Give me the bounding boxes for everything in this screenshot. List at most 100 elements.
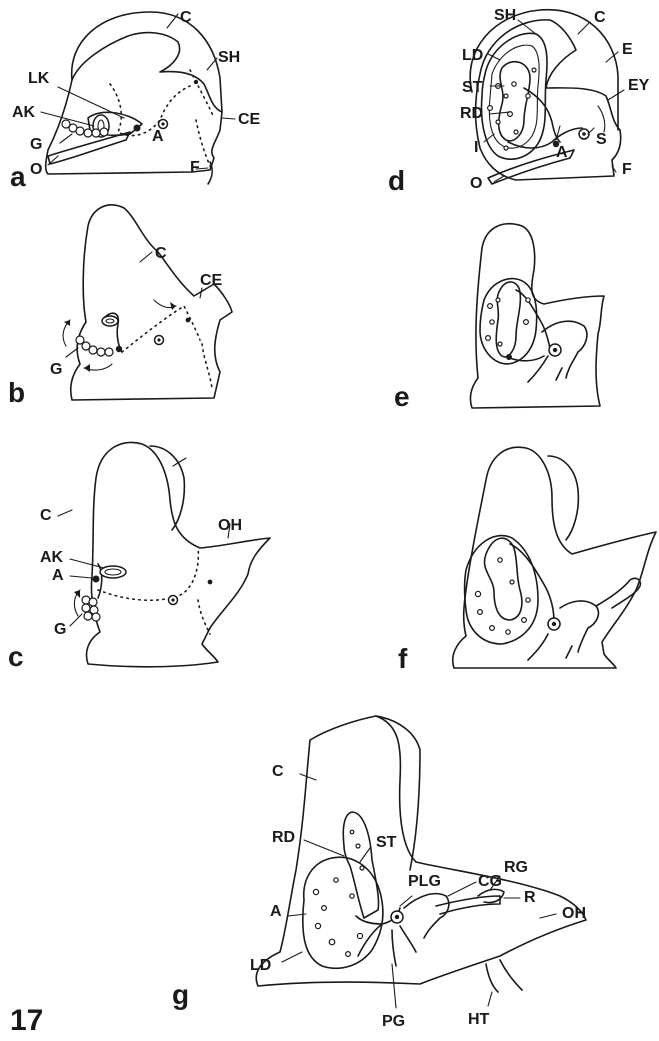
- label-G: G: [50, 361, 62, 378]
- label-S: S: [596, 131, 607, 148]
- panel-letter-e: e: [394, 381, 410, 412]
- label-RG: RG: [504, 859, 528, 876]
- embryo-body-outline: [71, 205, 232, 400]
- label-OH: OH: [218, 517, 242, 534]
- head-tentacles: [486, 960, 522, 992]
- eye-spot: [208, 580, 213, 585]
- label-F: F: [190, 159, 200, 176]
- panel-g: C RD ST A PLG RG CG R OH LD PG HT g: [172, 716, 586, 1030]
- penis-shaft: [436, 896, 500, 914]
- label-O: O: [470, 175, 482, 192]
- statocyst-core: [395, 915, 399, 919]
- label-PLG: PLG: [408, 873, 441, 890]
- ovary-outline: [303, 857, 383, 968]
- yolk-boundary-dotted: [122, 306, 200, 352]
- panel-a: C SH LK AK A CE G O F a: [10, 9, 261, 192]
- label-R: R: [524, 889, 536, 906]
- anus: [116, 346, 122, 352]
- label-E: E: [622, 41, 633, 58]
- panel-b: C CE G b: [8, 205, 232, 408]
- label-A: A: [270, 903, 282, 920]
- label-ST: ST: [376, 834, 397, 851]
- right-digestive-gland: [343, 812, 378, 918]
- intestine: [510, 356, 544, 361]
- label-EY: EY: [628, 77, 650, 94]
- eye-spot: [186, 318, 191, 323]
- statocyst-core: [553, 348, 557, 352]
- anus: [93, 576, 100, 583]
- head-lobe: [528, 601, 598, 660]
- eye-stalk: [598, 106, 605, 132]
- label-AK: AK: [12, 104, 36, 121]
- shell-flap: [150, 446, 184, 530]
- penis-ganglion: [358, 924, 416, 966]
- stomach-loop: [485, 538, 522, 620]
- label-G: G: [30, 136, 42, 153]
- panel-f: f: [398, 447, 656, 674]
- label-SH: SH: [218, 49, 240, 66]
- cephalic-boundary: [190, 70, 214, 118]
- label-CE: CE: [238, 111, 261, 128]
- label-C: C: [40, 507, 52, 524]
- label-CE: CE: [200, 272, 223, 289]
- visceral-mass: [465, 536, 539, 644]
- label-A: A: [556, 144, 568, 161]
- yolk-boundary-dotted: [110, 84, 190, 136]
- kidney: [102, 316, 118, 326]
- label-LK: LK: [28, 70, 50, 87]
- label-C: C: [272, 763, 284, 780]
- statocyst-core: [157, 338, 160, 341]
- label-PG: PG: [382, 1013, 405, 1030]
- statocyst-core: [552, 622, 556, 626]
- label-LD: LD: [462, 47, 483, 64]
- gill-cluster: [82, 596, 100, 621]
- statocyst-core: [171, 598, 174, 601]
- embryo-body-outline: [46, 33, 222, 174]
- label-OH: OH: [562, 905, 586, 922]
- panel-d: SH C LD E ST EY RD I A S O F d: [388, 7, 650, 196]
- label-ST: ST: [462, 79, 483, 96]
- stomach-loop: [499, 62, 530, 141]
- label-CG: CG: [478, 873, 502, 890]
- label-HT: HT: [468, 1011, 490, 1028]
- statocyst-core: [161, 122, 164, 125]
- label-A: A: [152, 128, 164, 145]
- rectum: [510, 544, 554, 622]
- panel-letter-b: b: [8, 377, 25, 408]
- panel-letter-g: g: [172, 979, 189, 1010]
- anus: [134, 125, 141, 132]
- label-I: I: [474, 139, 478, 156]
- label-F: F: [622, 161, 632, 178]
- panel-e: e: [394, 224, 604, 412]
- posterior-dotted: [198, 600, 210, 634]
- label-G: G: [54, 621, 66, 638]
- label-C: C: [155, 245, 167, 262]
- label-AK: AK: [40, 549, 64, 566]
- shell-outline: [72, 12, 222, 112]
- embryo-body-outline: [87, 442, 271, 666]
- embryo-body-outline: [453, 447, 656, 668]
- figure-number: 17: [10, 1004, 43, 1037]
- label-RD: RD: [272, 829, 295, 846]
- yolk-cells: [486, 298, 531, 346]
- label-A: A: [52, 567, 64, 584]
- panel-letter-d: d: [388, 165, 405, 196]
- anus: [506, 354, 512, 360]
- panel-letter-f: f: [398, 643, 408, 674]
- statocyst-core: [582, 132, 586, 136]
- panel-letter-c: c: [8, 641, 24, 672]
- cerebral-ganglion: [404, 894, 449, 938]
- tentacle: [596, 578, 640, 608]
- label-O: O: [30, 161, 42, 178]
- posterior-dotted: [202, 344, 212, 388]
- label-C: C: [180, 9, 192, 26]
- label-SH: SH: [494, 7, 516, 24]
- label-C: C: [594, 9, 606, 26]
- gill-row: [76, 336, 113, 356]
- label-RD: RD: [460, 105, 483, 122]
- shell-outline: [470, 10, 618, 130]
- label-LD: LD: [250, 957, 271, 974]
- intestine: [508, 128, 582, 148]
- eye-spot: [194, 80, 198, 84]
